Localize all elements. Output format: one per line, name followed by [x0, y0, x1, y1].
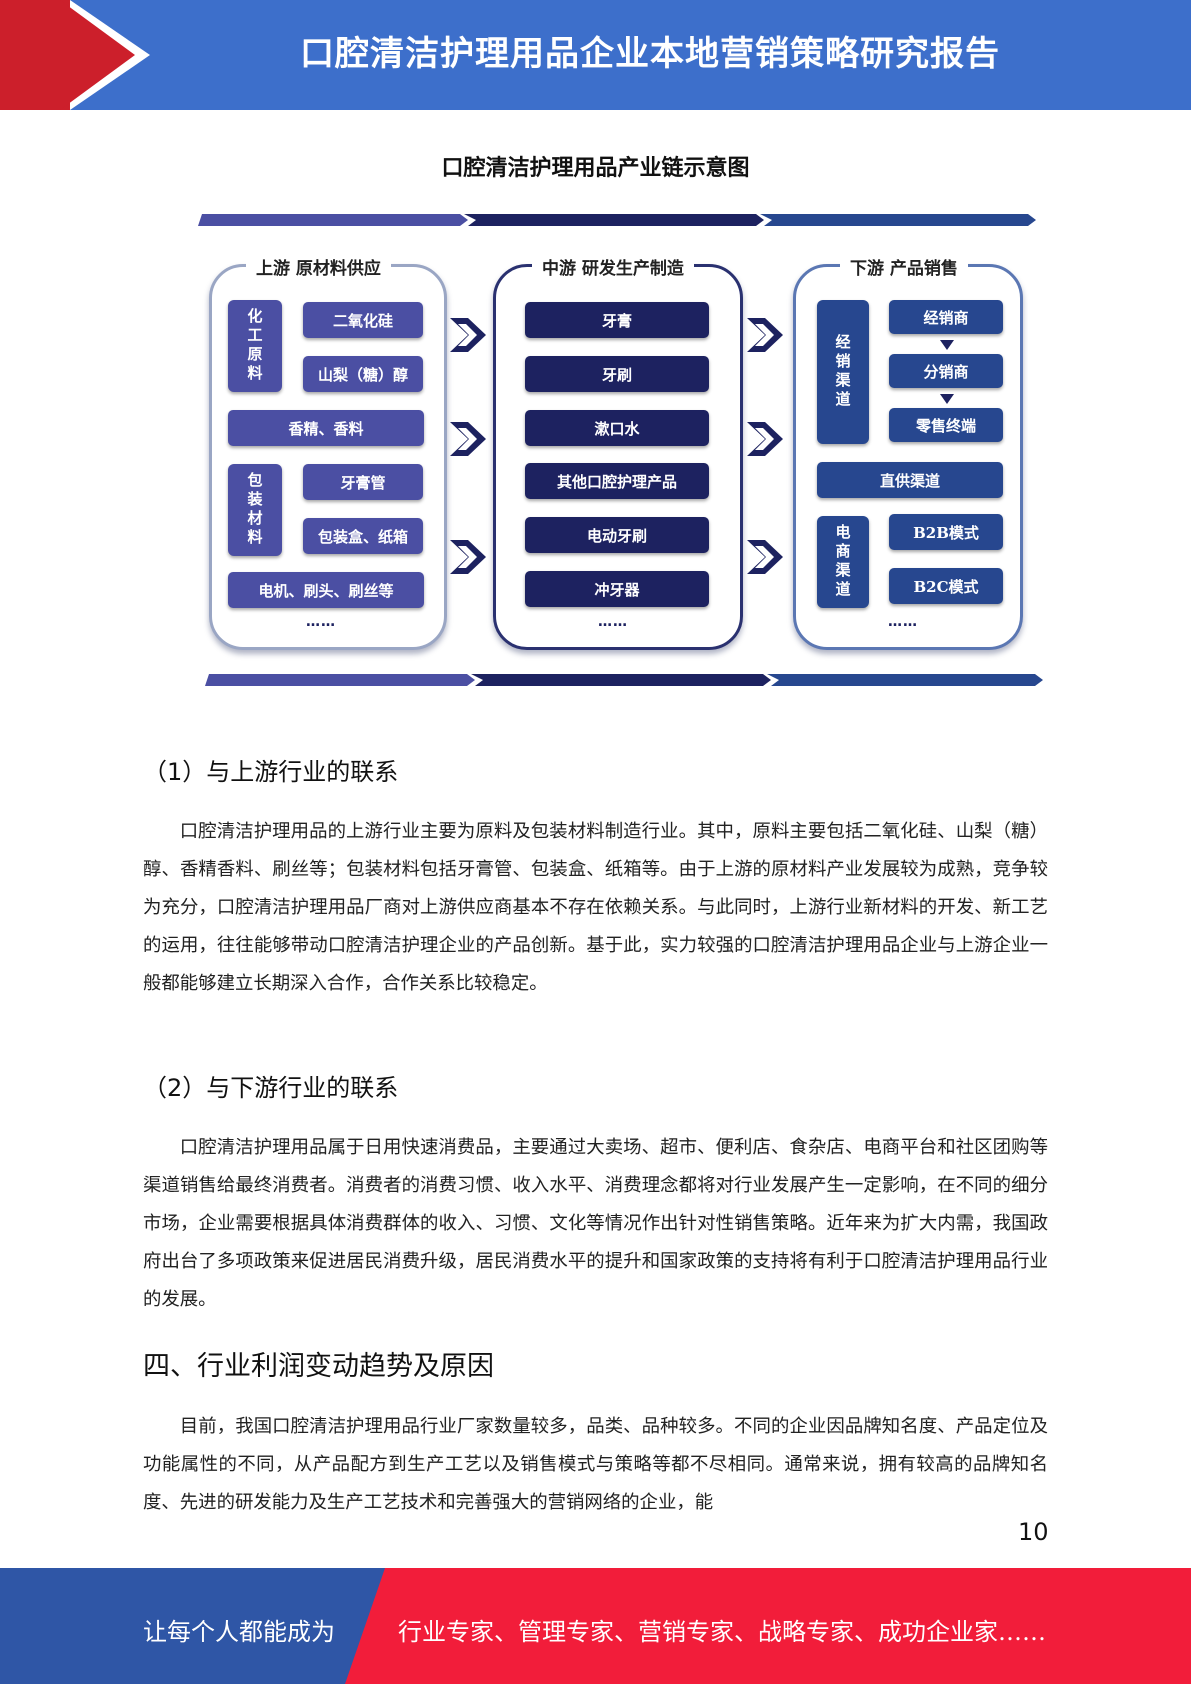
dealer-item-dealer: 经销商: [889, 300, 1003, 334]
mid-item-other: 其他口腔护理产品: [525, 463, 709, 499]
footer-slogan-left: 让每个人都能成为: [143, 1618, 335, 1646]
ecom-item-b2b: B2B模式: [889, 514, 1003, 550]
chevron-right-icon: [450, 422, 486, 456]
footer-blue-block: [0, 1568, 345, 1684]
down-arrow-icon: [940, 340, 954, 350]
section-heading-profit: 四、行业利润变动趋势及原因: [143, 1351, 494, 1382]
paragraph-profit: 目前，我国口腔清洁护理用品行业厂家数量较多，品类、品种较多。不同的企业因品牌知名…: [143, 1416, 1048, 1513]
paragraph-downstream: 口腔清洁护理用品属于日用快速消费品，主要通过大卖场、超市、便利店、食杂店、电商平…: [143, 1137, 1048, 1310]
mid-item-electric-brush: 电动牙刷: [525, 517, 709, 553]
header-bar: [0, 0, 1191, 110]
mid-item-mouthwash: 漱口水: [525, 410, 709, 446]
paragraph-upstream: 口腔清洁护理用品的上游行业主要为原料及包装材料制造行业。其中，原料主要包括二氧化…: [143, 821, 1048, 994]
motor-item: 电机、刷头、刷丝等: [228, 572, 424, 608]
mid-item-toothbrush: 牙刷: [525, 356, 709, 392]
dealer-item-retail: 零售终端: [889, 408, 1003, 442]
upstream-more: ……: [306, 614, 336, 630]
chevron-right-icon: [747, 422, 783, 456]
ecom-item-b2c: B2C模式: [889, 568, 1003, 604]
pack-group-label: 包装材料: [228, 464, 282, 556]
footer-slogan-right: 行业专家、管理专家、营销专家、战略专家、成功企业家……: [398, 1618, 1046, 1646]
diagram-top-band: [198, 214, 1036, 226]
flavor-item: 香精、香料: [228, 410, 424, 446]
chevron-right-icon: [450, 540, 486, 574]
dealer-item-distributor: 分销商: [889, 354, 1003, 388]
pack-item-box: 包装盒、纸箱: [303, 518, 423, 554]
header-red-block: [0, 0, 70, 110]
ecom-group-label: 电商渠道: [817, 516, 869, 608]
diagram-bottom-band: [205, 674, 1043, 686]
downstream-label: 下游 产品销售: [840, 254, 968, 279]
chevron-right-icon: [450, 318, 486, 352]
direct-channel: 直供渠道: [817, 462, 1003, 498]
diagram-title: 口腔清洁护理用品产业链示意图: [441, 155, 750, 181]
midstream-more: ……: [598, 614, 628, 630]
chevron-right-icon: [747, 540, 783, 574]
pack-item-tube: 牙膏管: [303, 464, 423, 500]
down-arrow-icon: [940, 394, 954, 404]
mid-item-toothpaste: 牙膏: [525, 302, 709, 338]
upstream-label: 上游 原材料供应: [246, 254, 391, 279]
footer-blue-slant: [345, 1568, 385, 1684]
chevron-right-icon: [747, 318, 783, 352]
header-red-arrow: [60, 0, 135, 110]
chem-item-sorbitol: 山梨（糖）醇: [303, 356, 423, 392]
section-heading-downstream: （2）与下游行业的联系: [143, 1074, 399, 1102]
page-number: 10: [1018, 1518, 1049, 1546]
midstream-label: 中游 研发生产制造: [532, 254, 694, 279]
chem-item-silica: 二氧化硅: [303, 302, 423, 338]
dealer-group-label: 经销渠道: [817, 300, 869, 444]
report-title: 口腔清洁护理用品企业本地营销策略研究报告: [300, 34, 1000, 74]
section-heading-upstream: （1）与上游行业的联系: [143, 758, 399, 786]
downstream-more: ……: [888, 614, 918, 630]
mid-item-water-flosser: 冲牙器: [525, 571, 709, 607]
chem-group-label: 化工原料: [228, 300, 282, 392]
